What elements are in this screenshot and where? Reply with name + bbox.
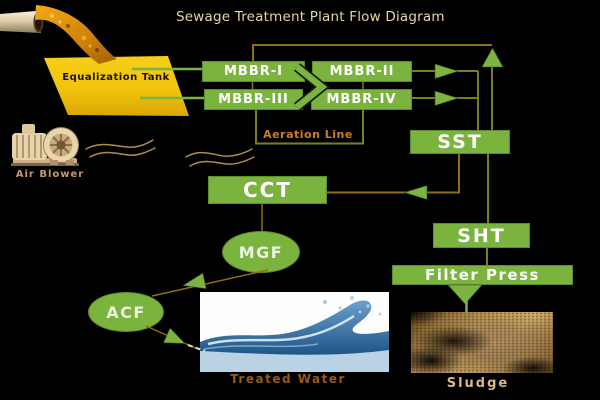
sludge-label: Sludge (446, 376, 510, 391)
sewage-inlet-pipe-icon (0, 11, 44, 33)
aeration-line-label: Aeration Line (263, 128, 353, 141)
node-filter-press: Filter Press (392, 265, 573, 285)
node-mgf: MGF (222, 231, 300, 273)
node-mbbr4-label: MBBR-IV (326, 92, 397, 107)
sst-to-sht-line (486, 153, 489, 265)
node-mbbr4: MBBR-IV (311, 89, 412, 110)
node-filter-press-label: Filter Press (425, 266, 540, 284)
node-sht: SHT (433, 223, 530, 248)
node-cct-label: CCT (243, 178, 292, 202)
node-mgf-label: MGF (238, 242, 284, 262)
node-mbbr2-label: MBBR-II (329, 64, 395, 79)
node-sht-label: SHT (457, 224, 506, 247)
node-sst-label: SST (437, 131, 483, 153)
sewage-stream-icon (35, 5, 117, 64)
node-mbbr3-label: MBBR-III (218, 92, 289, 107)
sludge-texture (411, 312, 553, 373)
recirculation-line (252, 44, 504, 131)
node-mbbr2: MBBR-II (312, 61, 412, 82)
treated-water-label: Treated Water (230, 372, 346, 386)
node-cct: CCT (208, 176, 327, 204)
air-blower-label: Air Blower (15, 169, 85, 180)
sst-to-cct-line (327, 153, 460, 200)
node-mbbr3: MBBR-III (204, 89, 303, 110)
sludge-photo (411, 312, 553, 373)
water-splash-art (200, 292, 389, 372)
node-mbbr1: MBBR-I (202, 61, 305, 82)
node-sst: SST (410, 130, 510, 154)
treated-water-photo (200, 292, 389, 372)
air-flow-waves-icon (85, 139, 255, 167)
node-acf-label: ACF (106, 302, 146, 322)
air-blower-icon (11, 124, 79, 166)
equalization-tank-shape (44, 56, 189, 116)
node-acf: ACF (88, 292, 164, 332)
node-mbbr1-label: MBBR-I (224, 64, 283, 79)
equalization-tank-label: Equalization Tank (62, 72, 170, 83)
diagram-title: Sewage Treatment Plant Flow Diagram (176, 9, 445, 25)
filter-press-to-sludge-arrow (447, 284, 483, 313)
